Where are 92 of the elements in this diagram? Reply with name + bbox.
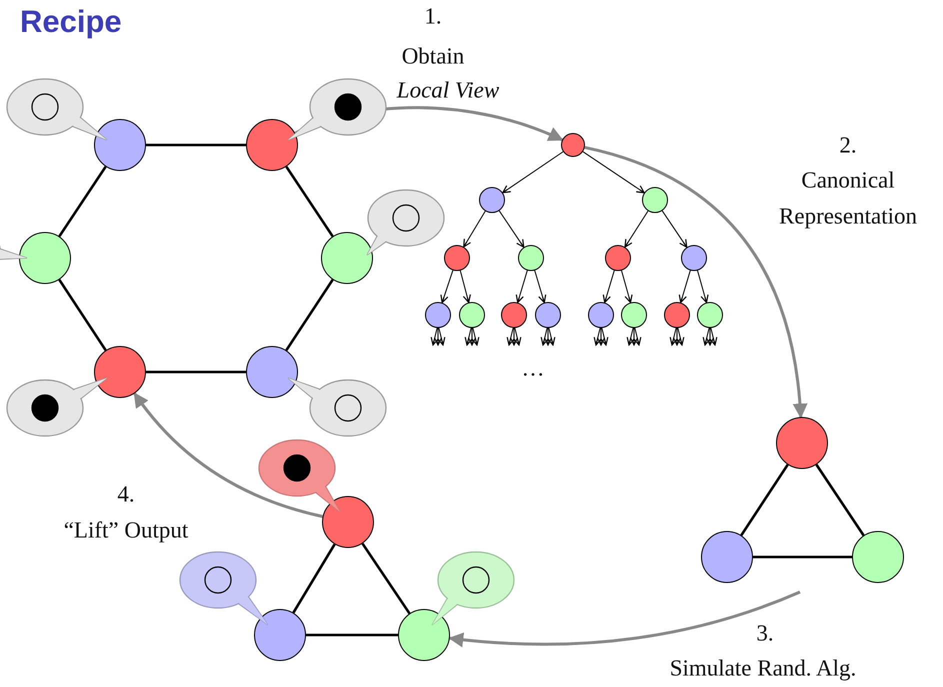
graph-vertex [321, 232, 373, 284]
graph-edge [58, 166, 107, 238]
graph-edge [815, 464, 865, 536]
tree-arrow [596, 328, 606, 346]
tree-arrow [437, 327, 446, 346]
step-label: Representation [779, 203, 917, 229]
graph-edge [292, 544, 336, 614]
tree-arrow [434, 328, 442, 346]
tree-arrow [547, 327, 556, 346]
tree-arrow [662, 210, 688, 248]
graph-vertex [322, 496, 374, 548]
tree-arrow [468, 328, 476, 346]
graph-vertex [246, 119, 298, 171]
graph-vertex [588, 302, 614, 328]
tree-arrow [624, 210, 648, 248]
step-label: 3. [756, 620, 774, 646]
step-label: 4. [117, 481, 135, 507]
tree-arrow [544, 328, 552, 346]
graph-edge [306, 634, 398, 636]
graph-edge [285, 279, 334, 351]
graph-vertex [246, 346, 298, 398]
tree-arrow [510, 328, 518, 346]
graph-edge [285, 166, 334, 238]
graph-vertex [479, 187, 505, 213]
tree-arrow [621, 270, 633, 304]
graph-vertex [425, 302, 451, 328]
graph-vertex [852, 531, 904, 583]
tree-arrow [706, 328, 714, 346]
graph-vertex [621, 302, 647, 328]
tree-arrow [600, 327, 608, 346]
graph-vertex [19, 232, 71, 284]
graph-vertex [697, 302, 723, 328]
tree-arrow [670, 327, 678, 346]
tree-arrow [430, 327, 439, 346]
tree-arrow [540, 327, 549, 346]
tree-arrow [471, 327, 480, 346]
graph-vertex [681, 245, 707, 271]
graph-vertex [254, 609, 306, 661]
step-label: Local View [396, 77, 500, 103]
tree-arrow [440, 270, 454, 304]
step-label: Obtain [402, 43, 464, 69]
tree-arrow [460, 270, 471, 304]
graph-vertex [459, 302, 485, 328]
graph-vertex [444, 245, 470, 271]
tree-arrow [602, 270, 615, 304]
tree-arrow [502, 151, 564, 194]
tree-arrow [506, 327, 515, 346]
step-label: … [522, 355, 544, 381]
graph-edge [146, 144, 246, 146]
process-arrow [584, 146, 808, 419]
graph-vertex [94, 119, 146, 171]
graph-vertex [518, 245, 544, 271]
graph-edge [146, 370, 246, 374]
process-arrow [448, 590, 801, 648]
tree-arrow [697, 270, 709, 304]
step-label: “Lift” Output [64, 517, 188, 543]
graph-vertex [94, 346, 146, 398]
tree-arrow [534, 270, 546, 304]
graph-edge [58, 279, 107, 351]
tree-arrow [676, 327, 684, 346]
graph-edge [740, 464, 789, 536]
tree-arrow [702, 327, 711, 346]
step-label: Canonical [801, 167, 895, 193]
tree-arrow [463, 210, 486, 248]
graph-vertex [605, 245, 631, 271]
step-label: Simulate Rand. Alg. [670, 655, 856, 681]
graph-vertex [664, 302, 690, 328]
tree-arrow [672, 328, 682, 346]
graph-vertex [776, 417, 828, 469]
graph-vertex [561, 133, 585, 157]
graph-vertex [501, 302, 527, 328]
tree-arrow [582, 151, 645, 194]
tree-arrow [633, 327, 642, 346]
graph-edge [753, 556, 852, 558]
tree-arrow [709, 327, 718, 346]
graph-vertex [398, 609, 450, 661]
tree-arrow [678, 270, 691, 304]
graph-vertex [701, 531, 753, 583]
tree-arrow [516, 270, 528, 304]
process-arrow [133, 392, 323, 518]
tree-arrow [594, 327, 602, 346]
tree-arrow [464, 327, 473, 346]
graph-edge [361, 542, 411, 614]
step-label: 1. [424, 3, 442, 29]
graph-vertex [535, 302, 561, 328]
tree-arrow [626, 327, 635, 346]
tree-arrow [513, 327, 522, 346]
graph-vertex [642, 187, 668, 213]
diagram-title: Recipe [20, 4, 122, 40]
tree-arrow [498, 210, 524, 248]
step-label: 2. [839, 132, 857, 158]
tree-arrow [630, 328, 638, 346]
